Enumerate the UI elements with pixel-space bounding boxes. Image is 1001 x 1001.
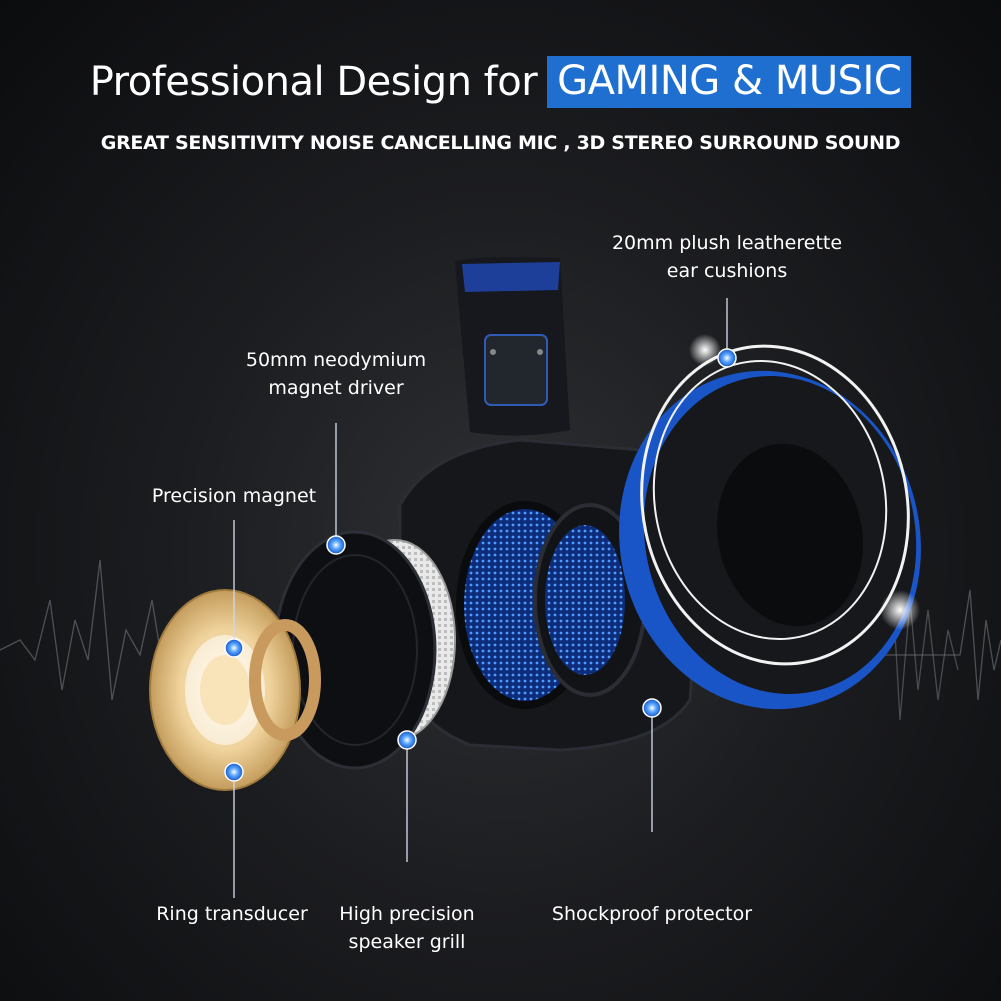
headband xyxy=(455,257,570,436)
callout-grill: High precision speaker grill xyxy=(339,900,474,956)
callout-driver-line2: magnet driver xyxy=(268,377,404,399)
ear-cushion xyxy=(619,334,921,710)
title-highlight: GAMING & MUSIC xyxy=(547,56,912,108)
gold-transducer xyxy=(149,589,301,791)
callout-magnet: Precision magnet xyxy=(152,482,316,510)
callout-grill-line2: speaker grill xyxy=(348,931,466,953)
magnet-ring xyxy=(249,619,321,741)
callout-lines xyxy=(233,298,728,898)
callout-protector-line1: Shockproof protector xyxy=(551,903,753,925)
callout-protector: Shockproof protector xyxy=(552,900,752,928)
callout-driver-line1: 50mm neodymium xyxy=(245,349,427,371)
callout-ear-cushions: 20mm plush leatherette ear cushions xyxy=(612,229,842,285)
sound-wave xyxy=(0,559,1001,701)
callout-ear-cushions-line2: ear cushions xyxy=(666,260,788,282)
page-title: Professional Design for GAMING & MUSIC xyxy=(0,52,1001,112)
title-lead: Professional Design for xyxy=(89,59,538,105)
callout-transducer-line1: Ring transducer xyxy=(156,903,308,925)
callout-ear-cushions-line1: 20mm plush leatherette xyxy=(611,232,843,254)
callout-grill-line1: High precision xyxy=(339,903,475,925)
callout-magnet-line1: Precision magnet xyxy=(151,485,317,507)
page-subtitle: GREAT SENSITIVITY NOISE CANCELLING MIC ,… xyxy=(100,132,901,154)
callout-driver: 50mm neodymium magnet driver xyxy=(246,346,426,402)
callout-transducer: Ring transducer xyxy=(156,900,308,928)
callout-dots xyxy=(224,348,737,782)
